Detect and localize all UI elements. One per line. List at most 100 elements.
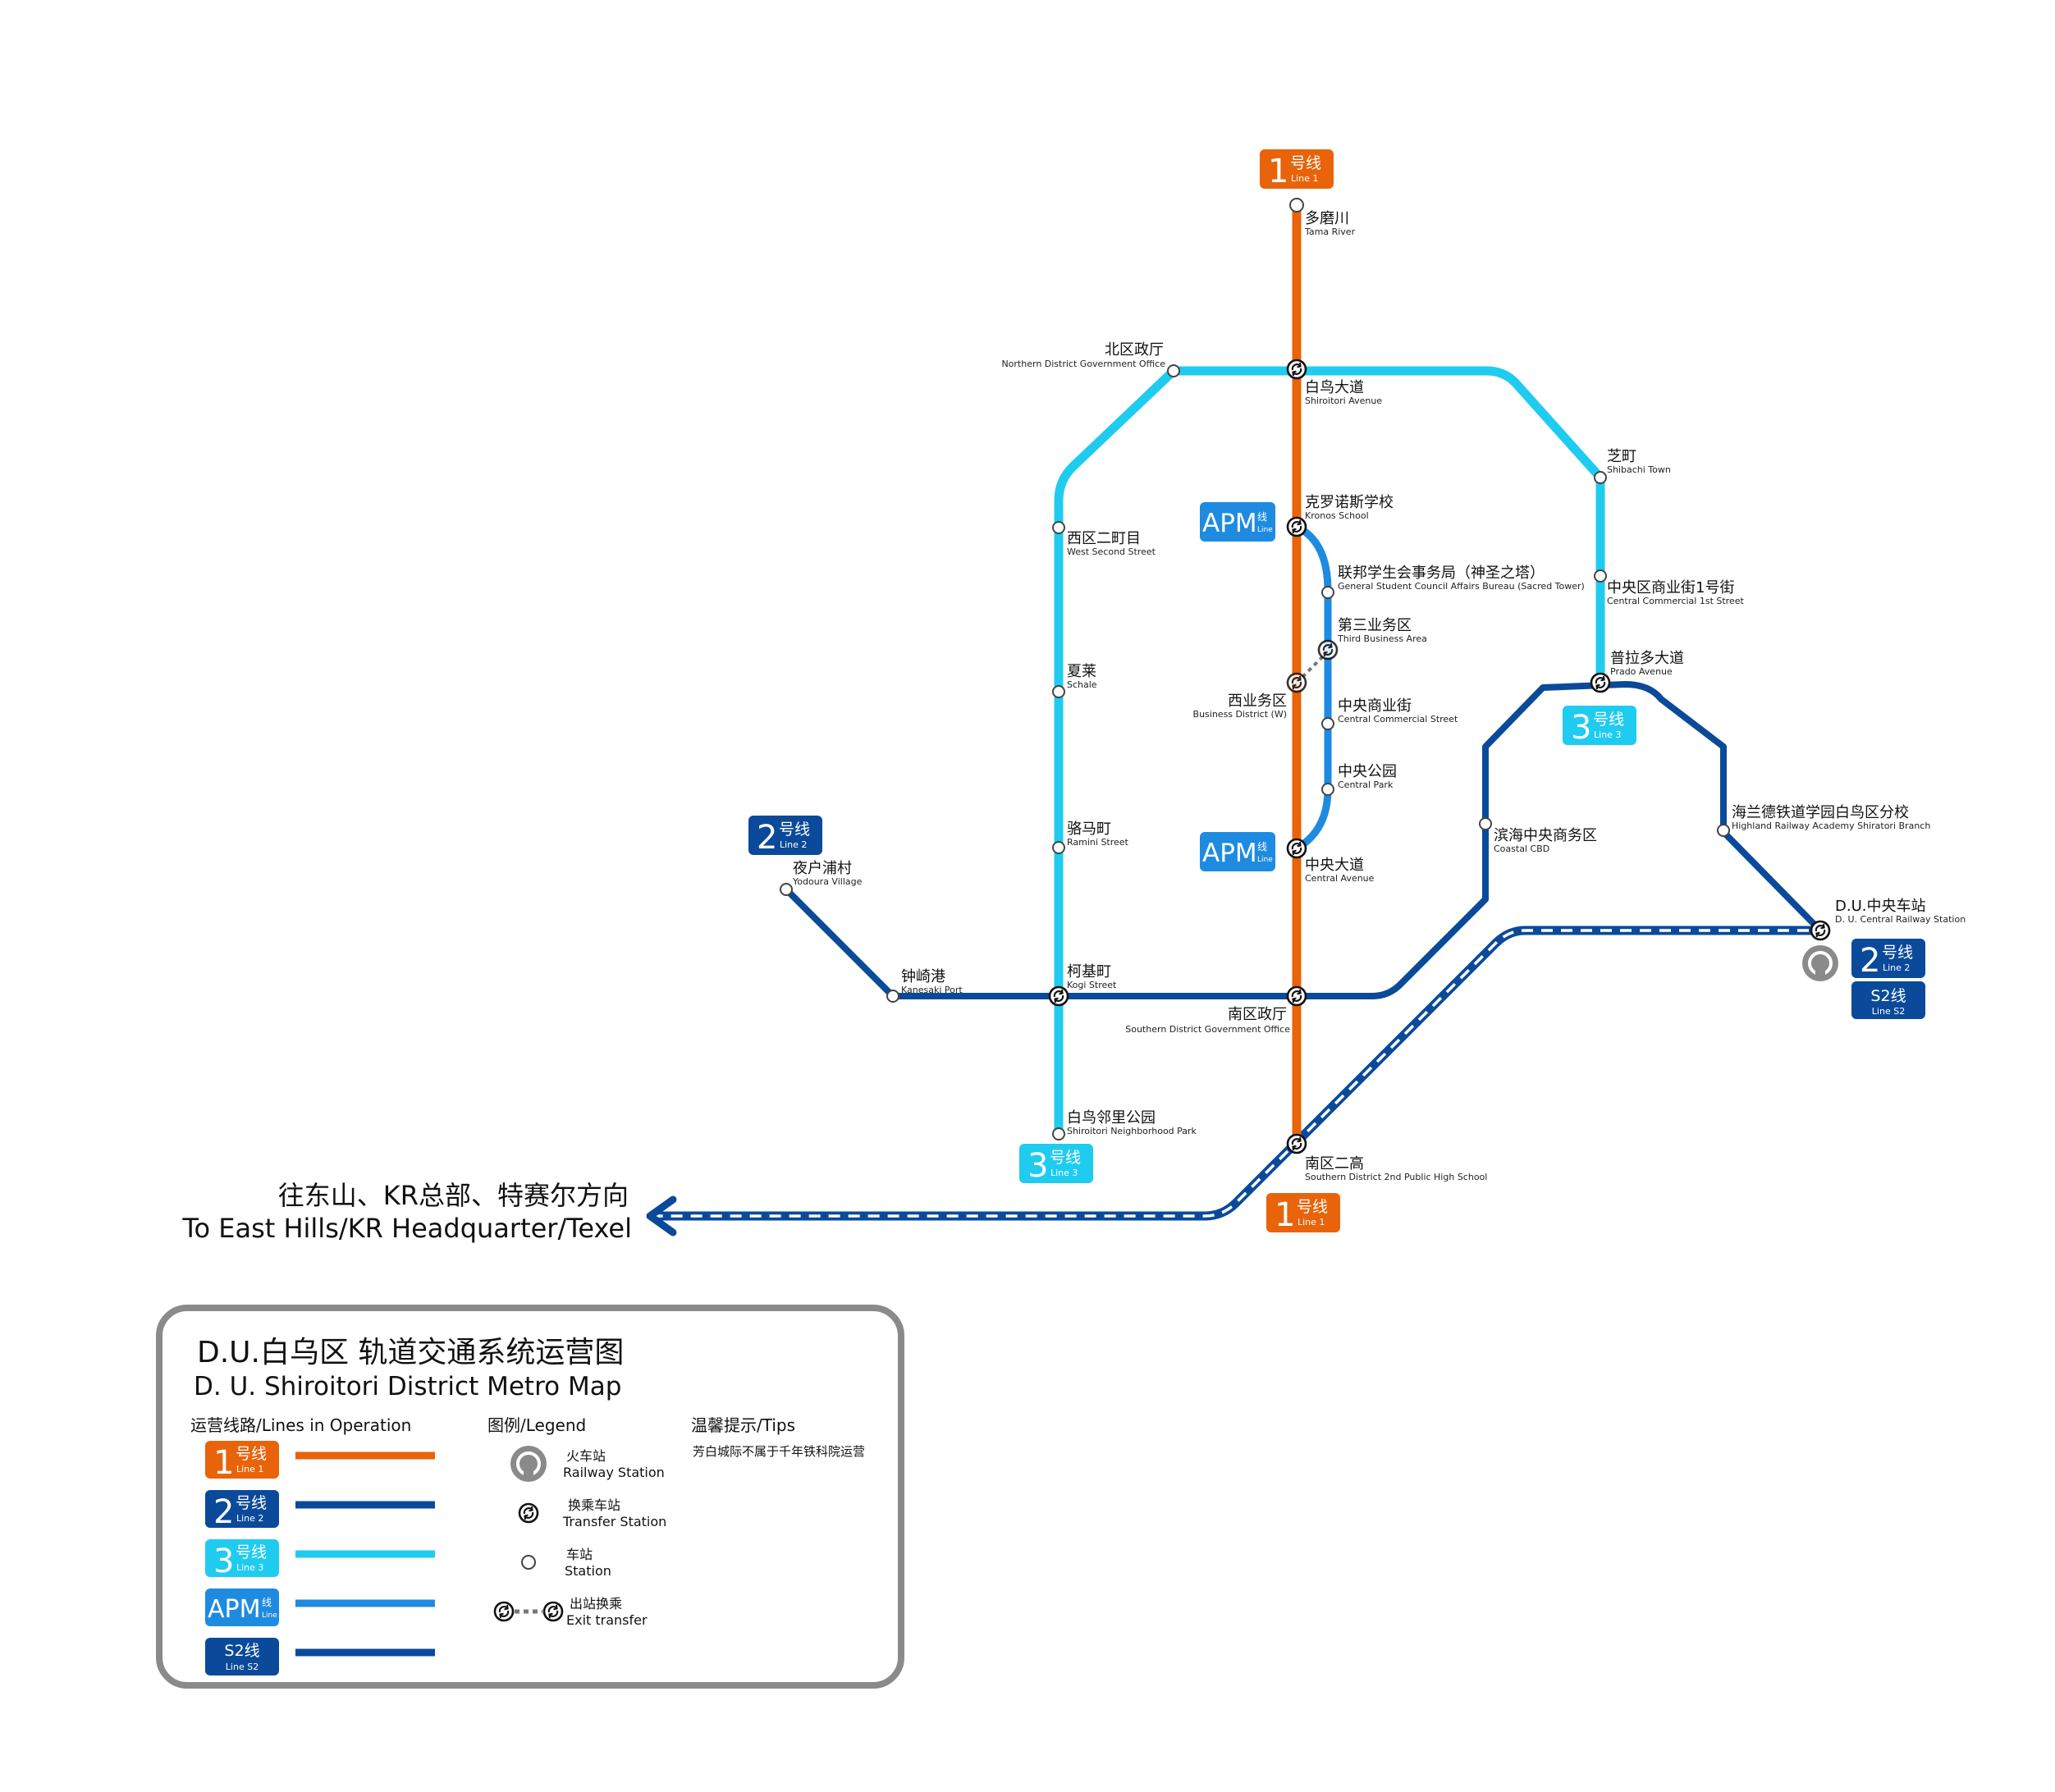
station-label-cn: 南区政厅	[1228, 1006, 1287, 1023]
line-3-route	[1054, 366, 1605, 1137]
station-label-cn: 白鸟大道	[1305, 379, 1364, 396]
svg-text:1: 1	[213, 1444, 234, 1482]
svg-text:Line 2: Line 2	[236, 1513, 263, 1524]
station-dot	[1167, 364, 1180, 377]
map-title-cn: D.U.白乌区 轨道交通系统运营图	[197, 1336, 624, 1369]
transfer-icon	[1048, 985, 1069, 1007]
legend-line-s2: S2线 Line S2	[205, 1638, 435, 1675]
station-label-en: Central Avenue	[1305, 873, 1375, 884]
svg-text:号线: 号线	[236, 1445, 267, 1463]
station-dot	[1594, 471, 1607, 484]
svg-text:3: 3	[213, 1543, 234, 1580]
station-dot	[1052, 841, 1065, 854]
svg-text:Line 3: Line 3	[1050, 1168, 1078, 1178]
station-label-en: Central Commercial 1st Street	[1607, 596, 1744, 606]
svg-text:APM: APM	[208, 1595, 261, 1624]
station-label-en: Schale	[1067, 679, 1097, 690]
station-label-en: Southern District 2nd Public High School	[1305, 1172, 1487, 1182]
station-label-cn: 第三业务区	[1338, 617, 1412, 634]
svg-text:Line: Line	[1257, 526, 1273, 534]
station-label-en: Yodoura Village	[792, 876, 863, 887]
svg-text:Line 2: Line 2	[780, 839, 807, 850]
legend-line-2: 2 号线 Line 2	[205, 1490, 435, 1531]
legend-exit-transfer: 出站换乘 Exit transfer	[493, 1596, 648, 1628]
svg-text:号线: 号线	[236, 1543, 267, 1561]
station-dot	[1479, 817, 1492, 830]
station-label-en: Kanesaki Port	[901, 985, 963, 995]
svg-text:号线: 号线	[1593, 711, 1624, 729]
station-label-en: Highland Railway Academy Shiratori Branc…	[1732, 821, 1930, 831]
transfer-icon	[1286, 838, 1307, 859]
svg-text:号线: 号线	[1297, 1198, 1328, 1216]
svg-text:1: 1	[1275, 1196, 1295, 1234]
line-1-badge-top: 1 号线 Line 1	[1260, 149, 1334, 190]
svg-text:Line 1: Line 1	[1291, 173, 1318, 184]
station-dot	[1321, 717, 1334, 730]
line-3-badge-south: 3 号线 Line 3	[1019, 1144, 1093, 1185]
svg-text:Line: Line	[1257, 856, 1273, 864]
svg-text:APM: APM	[1202, 839, 1257, 868]
svg-text:2: 2	[1860, 942, 1880, 980]
svg-text:号线: 号线	[236, 1494, 267, 1512]
station-label-en: Business District (W)	[1193, 709, 1287, 720]
transfer-icon	[1286, 672, 1307, 693]
station-dot	[1052, 521, 1065, 534]
station-label-en: Third Business Area	[1337, 633, 1427, 644]
transfer-icon	[1286, 516, 1307, 537]
station-dot-icon	[521, 1555, 536, 1570]
transfer-icon	[1317, 639, 1339, 661]
svg-text:3: 3	[1571, 709, 1591, 747]
svg-text:Line S2: Line S2	[226, 1662, 259, 1672]
svg-text:Line: Line	[262, 1611, 277, 1620]
legend-lines-header: 运营线路/Lines in Operation	[190, 1415, 411, 1435]
legend-legend-header: 图例/Legend	[487, 1415, 586, 1435]
station-label-en: Tama River	[1304, 226, 1356, 237]
svg-text:火车站: 火车站	[566, 1448, 606, 1464]
svg-text:APM: APM	[1202, 509, 1257, 538]
station-dot	[1052, 685, 1065, 698]
station-label-cn: 西业务区	[1228, 693, 1287, 710]
station-label-cn: 克罗诺斯学校	[1305, 494, 1394, 511]
station-label-cn: 海兰德铁道学园白鸟区分校	[1732, 804, 1909, 821]
legend-tip-text: 芳白城际不属于千年铁科院运营	[693, 1444, 865, 1459]
railway-icon	[510, 1446, 547, 1482]
station-label-cn: 普拉多大道	[1610, 650, 1684, 667]
transfer-icon	[1286, 359, 1307, 380]
svg-text:Railway Station: Railway Station	[563, 1465, 665, 1480]
station-dot	[1289, 198, 1304, 213]
legend-tips-header: 温馨提示/Tips	[691, 1415, 795, 1435]
station-label-en: D. U. Central Railway Station	[1835, 914, 1966, 925]
apm-badge-central: APM 线 Line	[1200, 832, 1275, 871]
station-label-en: Central Park	[1338, 779, 1394, 790]
station-label-en: Kogi Street	[1067, 980, 1117, 990]
station-label-cn: 中央商业街	[1338, 697, 1412, 715]
svg-text:Line 1: Line 1	[236, 1464, 263, 1474]
transfer-icon	[518, 1502, 539, 1524]
svg-text:Line 3: Line 3	[1594, 729, 1621, 740]
line-1-badge-bottom: 1 号线 Line 1	[1266, 1193, 1340, 1234]
svg-text:Line 1: Line 1	[1298, 1217, 1325, 1227]
station-label-cn: 白鸟邻里公园	[1067, 1109, 1156, 1127]
station-label-cn: 南区二高	[1305, 1155, 1364, 1173]
station-dot	[1717, 824, 1730, 837]
station-label-en: Northern District Government Office	[1001, 359, 1165, 369]
line-apm-route	[1294, 523, 1332, 852]
transfer-icon	[1286, 1133, 1307, 1154]
station-label-cn: D.U.中央车站	[1835, 898, 1925, 915]
line-2-badge-west: 2 号线 Line 2	[748, 816, 822, 857]
station-dot	[886, 990, 899, 1003]
station-label-cn: 中央公园	[1338, 763, 1397, 780]
svg-text:线: 线	[1257, 511, 1267, 523]
legend-railway: 火车站 Railway Station	[510, 1446, 665, 1482]
line-2-route	[784, 681, 1823, 999]
svg-text:Line 2: Line 2	[1883, 962, 1910, 973]
svg-text:线: 线	[1257, 841, 1267, 853]
svg-text:Line S2: Line S2	[1872, 1006, 1905, 1017]
transfer-icon	[493, 1601, 515, 1622]
svg-text:2: 2	[213, 1493, 234, 1531]
station-label-en: Coastal CBD	[1494, 843, 1549, 854]
station-label-cn: 中央区商业街1号街	[1607, 579, 1734, 597]
station-label-cn: 中央大道	[1305, 857, 1364, 874]
station-label-cn: 夏莱	[1067, 663, 1096, 680]
legend-line-apm: APM 线 Line	[205, 1589, 435, 1626]
